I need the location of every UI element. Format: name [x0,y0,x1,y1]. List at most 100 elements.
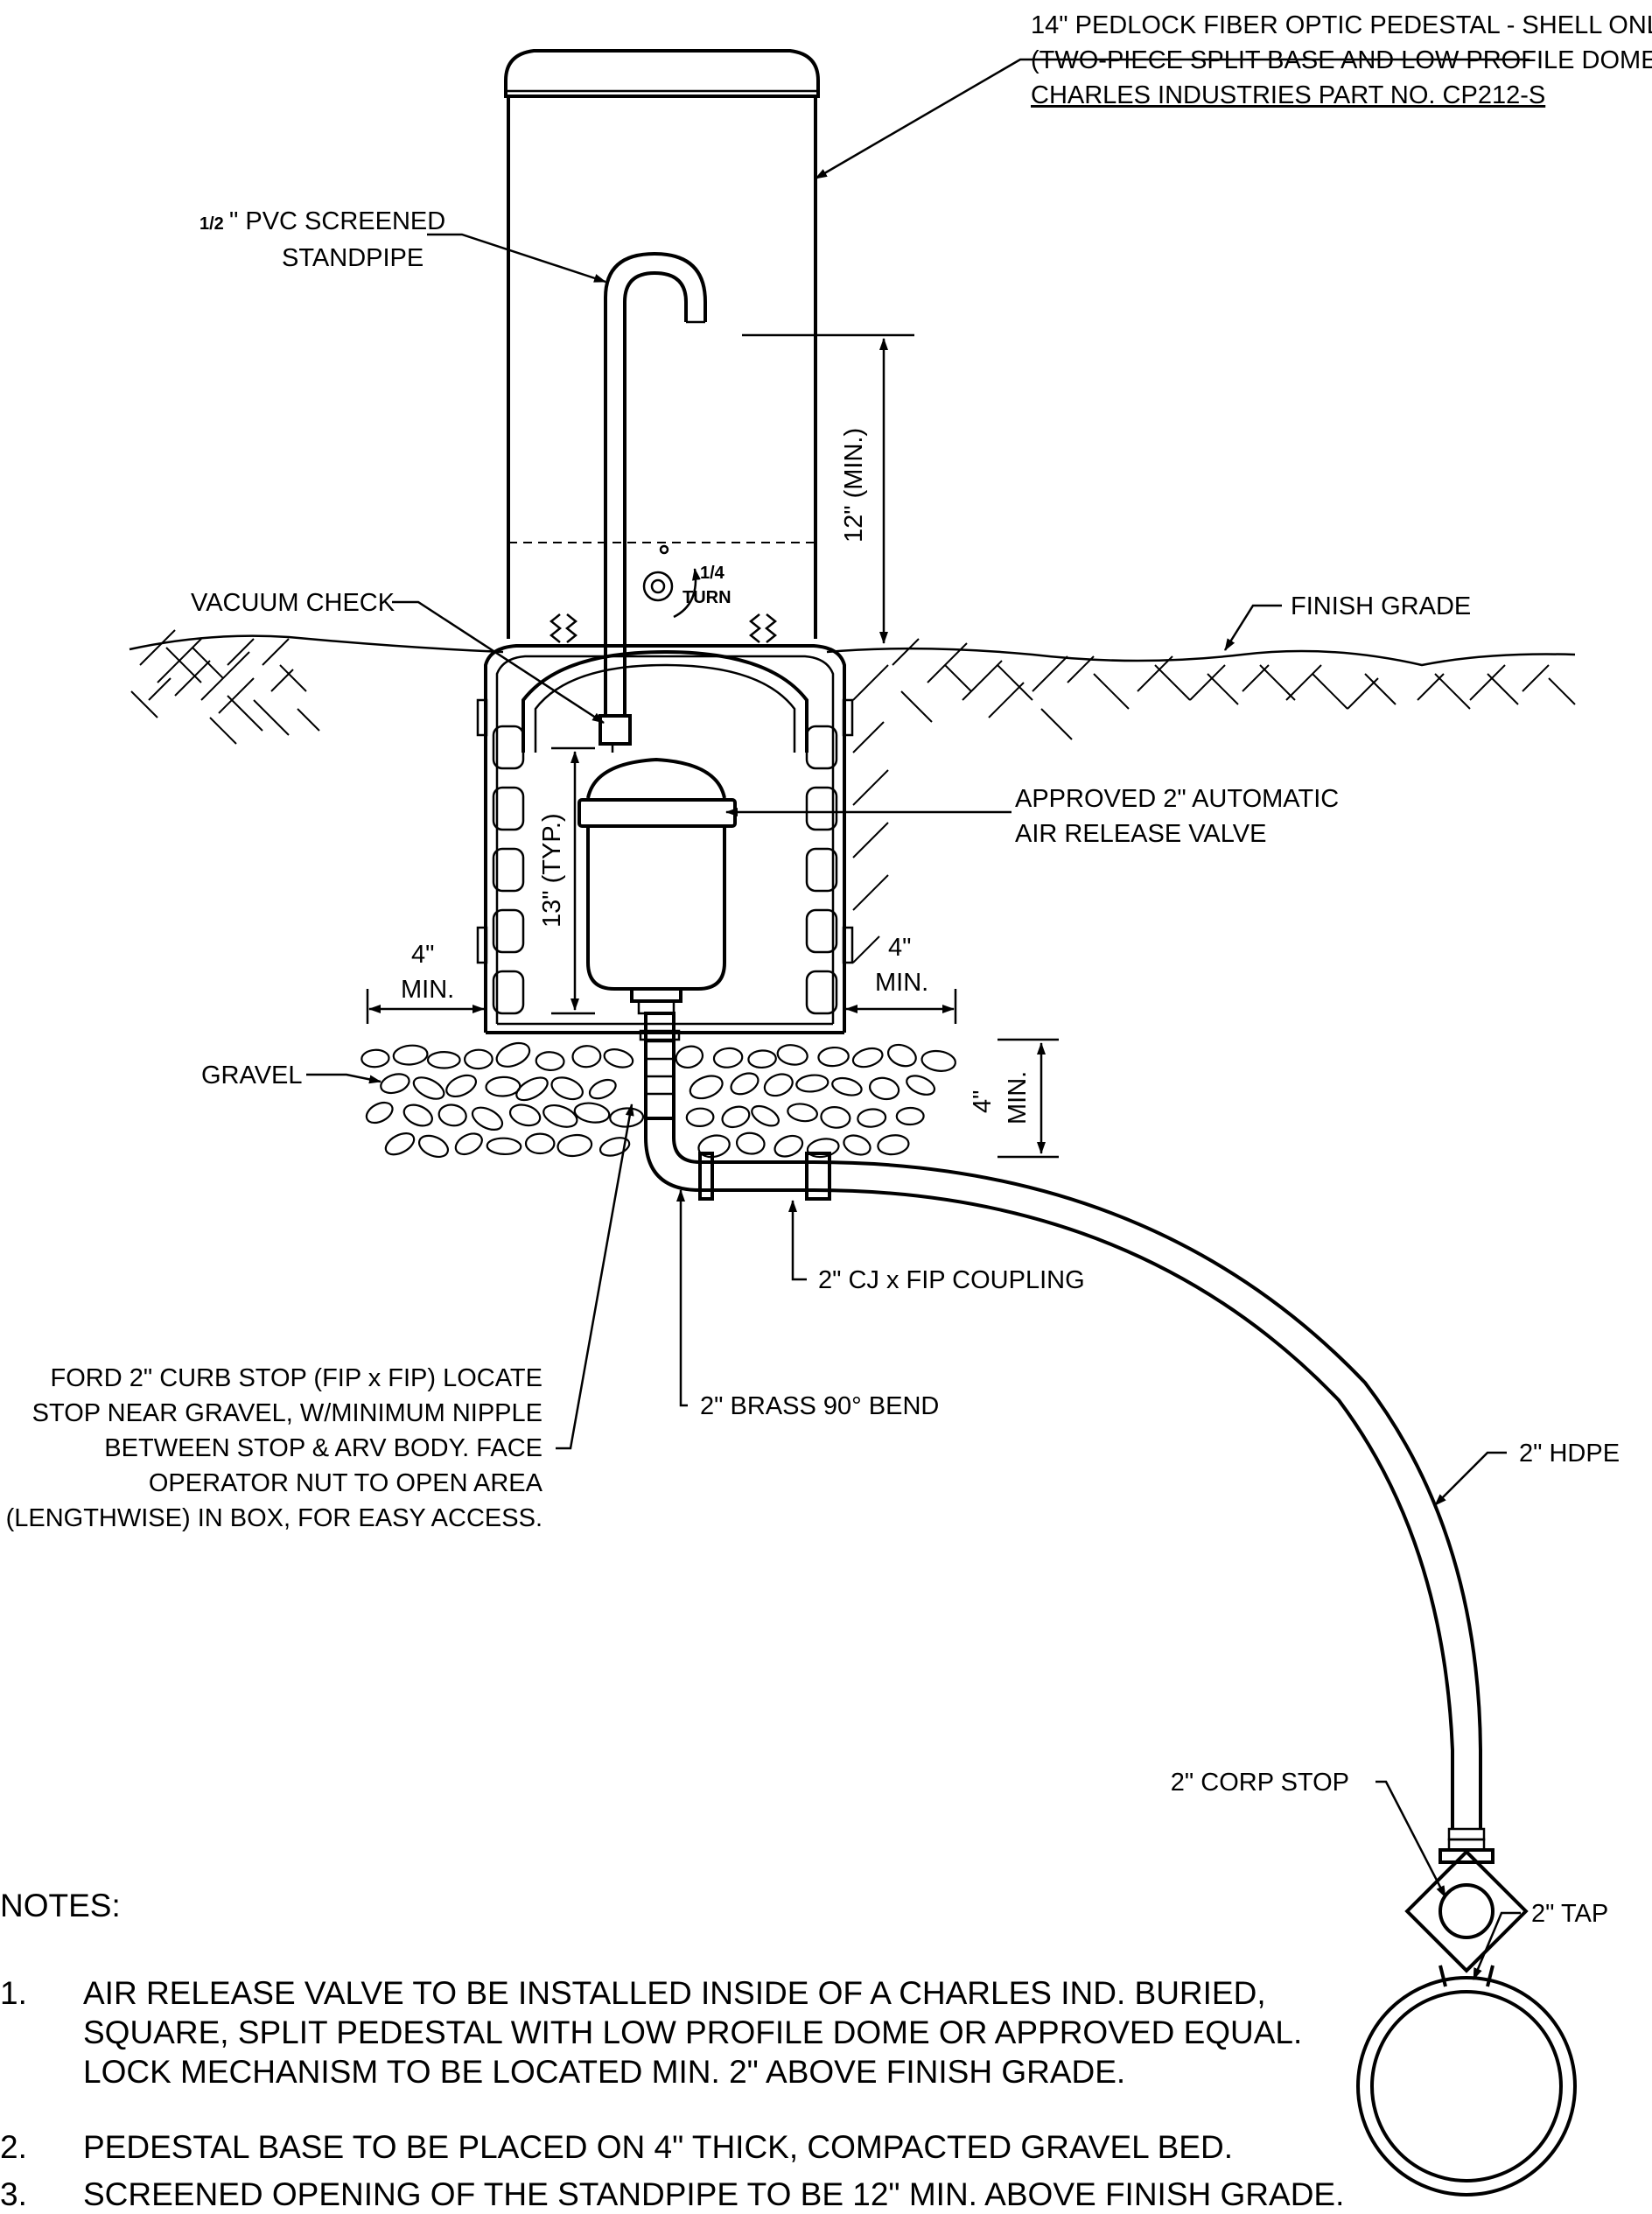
gravel-stone [588,1078,617,1100]
gravel-stone [402,1103,433,1127]
dimension-4-min-right: 4" MIN. [845,934,957,1024]
note-1-line1: AIR RELEASE VALVE TO BE INSTALLED INSIDE… [83,1975,1266,2011]
note-3-number: 3. [0,2176,27,2212]
dim-4-right-value: 4" [888,934,911,962]
gravel-stone [495,1041,531,1068]
note-1-line3: LOCK MECHANISM TO BE LOCATED MIN. 2" ABO… [83,2054,1125,2090]
gravel-stone [392,1044,429,1066]
gravel-stone [774,1134,804,1158]
gravel-stone [817,1046,850,1068]
gravel-stone [412,1076,445,1100]
gravel-stone [887,1043,917,1068]
gravel-stone [360,1048,390,1068]
gravel-stone [524,1132,556,1155]
corp-stop-label: 2" CORP STOP [1171,1769,1349,1797]
gravel-stone [471,1106,504,1132]
hdpe-label: 2" HDPE [1519,1440,1620,1468]
gravel-stone [730,1072,760,1096]
pedestal-clips [549,613,778,643]
gravel-stone [464,1048,494,1070]
gravel-stone [445,1074,477,1098]
gravel-stone [712,1047,744,1068]
finish-grade-label: FINISH GRADE [1291,592,1471,620]
gravel-stone [384,1132,416,1156]
air-release-valve [578,742,737,1015]
gravel-stone [365,1101,394,1125]
gravel-stone [877,1134,910,1156]
ford-label-line4: OPERATOR NUT TO OPEN AREA [149,1469,543,1497]
bend-label: 2" BRASS 90° BEND [700,1392,939,1420]
gravel-stone [542,1104,578,1128]
vacuum-check-label: VACUUM CHECK [191,589,396,617]
gravel-stone [697,1134,731,1159]
dim-4-right-min: MIN. [875,969,928,997]
gravel-stone [689,1075,724,1100]
gravel-stone [508,1103,542,1127]
dim-4-left-value: 4" [411,941,434,969]
gravel-stone [418,1134,449,1159]
gravel-stone [573,1102,611,1124]
ford-label-line1: FORD 2" CURB STOP (FIP x FIP) LOCATE [51,1364,542,1392]
gravel-stone [603,1048,634,1068]
ford-label-line2: STOP NEAR GRAVEL, W/MINIMUM NIPPLE [32,1399,542,1427]
dim-4-left-min: MIN. [401,976,454,1004]
note-1-number: 1. [0,1975,27,2011]
gravel-label: GRAVEL [201,1061,303,1089]
gravel-stone [515,1076,549,1102]
gravel-stone [857,1108,887,1128]
lock-mechanism: 1/4 TURN [642,544,732,619]
gravel-stone [920,1049,956,1072]
brass-bend-and-hdpe [644,1118,1482,1829]
gravel-stone [438,1103,467,1127]
bend-collar [698,1152,714,1201]
gravel-stone [675,1045,704,1069]
leader-lines [306,58,1530,1980]
gravel-stone [535,1051,565,1072]
ford-label-line3: BETWEEN STOP & ARV BODY. FACE [104,1434,542,1462]
gravel-stone [609,1107,645,1128]
gravel-stone [869,1076,900,1101]
gravel-stone [486,1137,522,1156]
gravel-stone [851,1047,884,1068]
gravel-stone [485,1075,522,1097]
ford-label-line5: (LENGTHWISE) IN BOX, FOR EASY ACCESS. [6,1504,542,1532]
note-1-line2: SQUARE, SPLIT PEDESTAL WITH LOW PROFILE … [83,2014,1302,2050]
dim-12-min-label: 12" (MIN.) [840,428,868,543]
gravel-stone [776,1044,808,1066]
soil-hatch-left [130,629,320,745]
gravel-stone [820,1106,851,1129]
gravel-stone [380,1073,410,1095]
dim-4-gravel-min: MIN. [1004,1071,1032,1125]
note-3-line1: SCREENED OPENING OF THE STANDPIPE TO BE … [83,2176,1344,2212]
callout-labels: 14" PEDLOCK FIBER OPTIC PEDESTAL - SHELL… [6,11,1652,1928]
gravel-stone [787,1103,818,1123]
gravel-stone [806,1138,840,1159]
gravel-stone [906,1075,936,1096]
note-2-line1: PEDESTAL BASE TO BE PLACED ON 4" THICK, … [83,2129,1233,2165]
gravel-stone [895,1106,925,1126]
gravel-stone [550,1076,584,1101]
notes-heading: NOTES: [0,1888,121,1923]
gravel-stone [747,1049,777,1069]
quarter-turn-fraction: 1/4 [700,564,725,583]
dimension-12-min: 12" (MIN.) [742,333,914,644]
gravel-stone [556,1133,593,1158]
dim-13-typ-label: 13" (TYP.) [538,813,566,928]
dimension-4-min-gravel: 4" MIN. [969,1038,1059,1159]
gravel-stone [795,1074,830,1093]
pedestal-label-line1: 14" PEDLOCK FIBER OPTIC PEDESTAL - SHELL… [1031,11,1652,39]
arv-label-line2: AIR RELEASE VALVE [1015,820,1266,848]
gravel-stone [454,1132,483,1156]
soil-hatch-right [852,638,1576,963]
cj-fip-coupling [805,1152,831,1201]
pvc-standpipe [598,251,707,746]
gravel-stone [598,1137,631,1157]
pedestal-base-ribs [476,698,854,1015]
gravel-stone [685,1107,715,1128]
curb-stop-assembly [639,1012,681,1120]
tap-label: 2" TAP [1531,1900,1608,1928]
dimension-13-typ: 13" (TYP.) [538,746,595,1015]
standpipe-fraction: 1/2 [200,214,224,234]
gravel-stone [831,1076,863,1096]
